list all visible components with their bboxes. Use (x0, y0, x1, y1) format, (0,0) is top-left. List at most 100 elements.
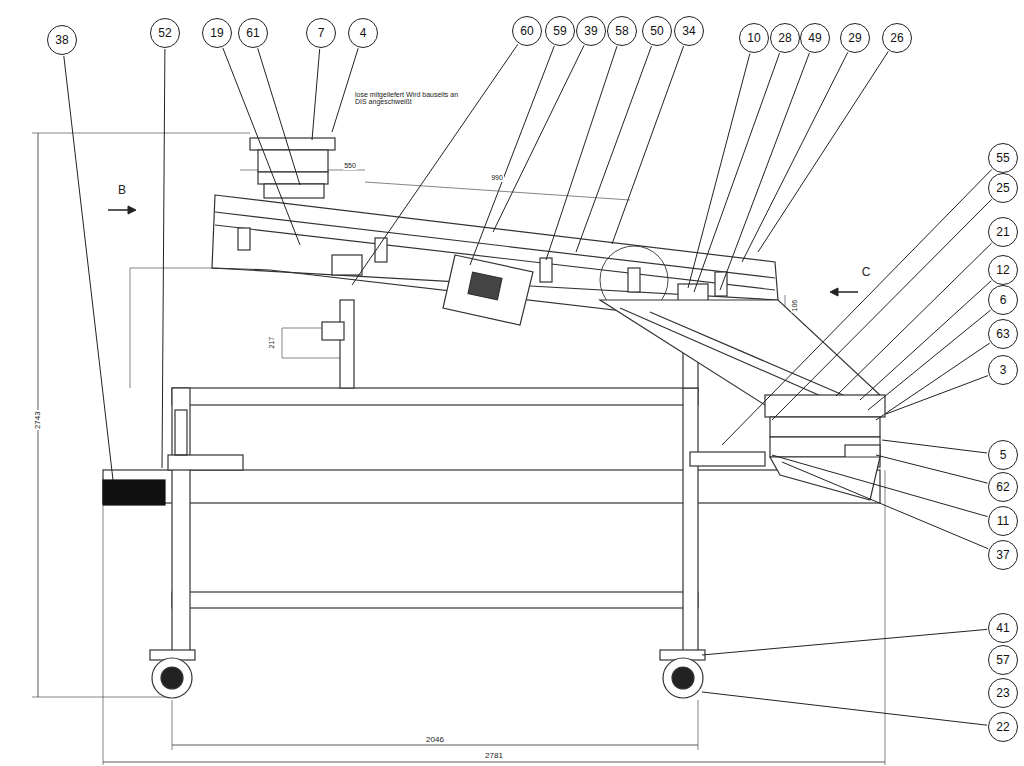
callout-number: 38 (55, 33, 68, 47)
callout-number: 63 (996, 327, 1009, 341)
callout-bubble: 29 (840, 23, 870, 53)
callout-number: 39 (584, 24, 597, 38)
leader-line (612, 46, 684, 244)
callout-bubble: 5 (988, 440, 1018, 470)
callout-number: 37 (996, 548, 1009, 562)
callout-bubble: 3 (988, 355, 1018, 385)
callout-bubble: 7 (306, 18, 336, 48)
callout-number: 62 (996, 480, 1009, 494)
callout-number: 28 (778, 31, 791, 45)
callout-bubble: 55 (988, 143, 1018, 173)
callout-bubble: 37 (988, 540, 1018, 570)
callout-number: 10 (747, 31, 760, 45)
callout-number: 12 (996, 263, 1009, 277)
callout-number: 49 (808, 31, 821, 45)
callout-number: 57 (996, 653, 1009, 667)
leader-line (722, 169, 992, 445)
callout-bubble: 4 (348, 18, 378, 48)
callout-number: 29 (848, 31, 861, 45)
leader-line (886, 376, 988, 414)
dimension-text: 550 (343, 162, 357, 169)
leader-line (688, 54, 750, 289)
callout-bubble: 38 (47, 25, 77, 55)
callout-number: 25 (996, 181, 1009, 195)
leader-line (694, 53, 780, 292)
leader-line (782, 462, 988, 549)
leader-line (702, 629, 987, 655)
callout-bubble: 11 (988, 506, 1018, 536)
leader-line (868, 310, 991, 410)
callout-number: 7 (318, 26, 325, 40)
leader-line (876, 343, 990, 420)
callout-number: 21 (996, 225, 1009, 239)
callout-bubble: 52 (150, 18, 180, 48)
dimension-text: 106 (791, 299, 798, 313)
callout-number: 61 (246, 26, 259, 40)
callout-bubble: 6 (988, 285, 1018, 315)
dimension-text: 2781 (484, 752, 504, 760)
callout-number: 34 (682, 24, 695, 38)
leader-line (576, 46, 652, 252)
dimension-text: 990 (490, 174, 504, 181)
callout-bubble: 25 (988, 173, 1018, 203)
callout-number: 5 (1000, 448, 1007, 462)
leader-line (702, 692, 987, 725)
leader-line (546, 46, 617, 260)
callout-bubble: 19 (202, 18, 232, 48)
leader-line (876, 455, 988, 483)
leader-line (720, 53, 809, 290)
callout-bubble: 62 (988, 472, 1018, 502)
leader-line (742, 52, 848, 262)
dimension-text: 217 (268, 336, 275, 350)
view-letter: B (117, 184, 127, 197)
callout-number: 59 (553, 24, 566, 38)
leader-line (223, 48, 300, 245)
callout-bubble: 58 (607, 16, 637, 46)
leader-line (772, 199, 992, 420)
callout-number: 52 (158, 26, 171, 40)
callout-bubble: 22 (988, 712, 1018, 742)
dimension-text: 2743 (34, 410, 42, 430)
leader-line (470, 46, 554, 265)
callout-bubble: 57 (988, 645, 1018, 675)
callout-number: 55 (996, 151, 1009, 165)
leader-line (493, 45, 584, 232)
callout-number: 4 (360, 26, 367, 40)
leader-line (312, 49, 320, 140)
callout-number: 19 (210, 26, 223, 40)
callout-bubble: 39 (576, 16, 606, 46)
callout-bubble: 60 (512, 16, 542, 46)
callout-bubble: 49 (800, 23, 830, 53)
leader-line (352, 44, 518, 285)
callout-number: 22 (996, 720, 1009, 734)
callout-bubble: 12 (988, 255, 1018, 285)
view-letter: C (861, 266, 872, 279)
callout-bubble: 59 (545, 16, 575, 46)
callout-number: 26 (890, 31, 903, 45)
callout-bubble: 34 (674, 16, 704, 46)
leader-line (64, 56, 113, 480)
callout-number: 11 (997, 514, 1009, 528)
dimension-text: 2046 (425, 736, 445, 744)
callout-number: 3 (1000, 363, 1007, 377)
callout-bubble: 28 (770, 23, 800, 53)
callout-bubble: 50 (642, 16, 672, 46)
callout-number: 60 (520, 24, 533, 38)
callout-bubble: 21 (988, 217, 1018, 247)
callout-number: 58 (615, 24, 628, 38)
callout-bubble: 63 (988, 319, 1018, 349)
callout-bubble: 23 (988, 678, 1018, 708)
callout-bubble: 10 (739, 23, 769, 53)
callout-bubble: 41 (988, 613, 1018, 643)
leader-line (162, 49, 165, 468)
leader-line (758, 51, 888, 252)
note-text: lose mitgeliefert Wird bauseits an DIS a… (354, 91, 466, 106)
callout-number: 50 (650, 24, 663, 38)
callout-number: 6 (1000, 293, 1007, 307)
callout-bubble: 26 (882, 23, 912, 53)
leader-line (882, 440, 987, 453)
callout-number: 23 (996, 686, 1009, 700)
callout-number: 41 (996, 621, 1009, 635)
